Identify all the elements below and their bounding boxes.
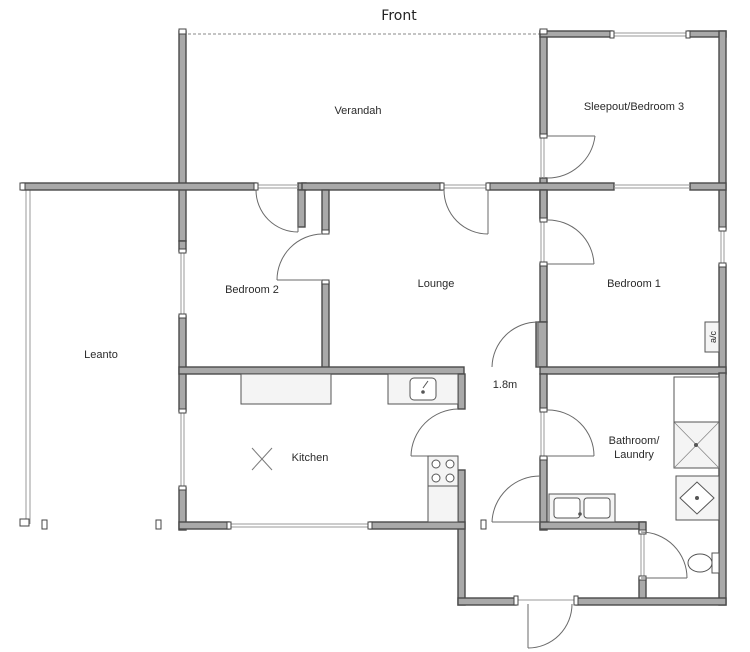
ac-unit [704, 321, 720, 353]
label-bathroom: Bathroom/ [609, 435, 661, 447]
label-sleepout: Sleepout/Bedroom 3 [584, 101, 684, 113]
kitchen-bench [240, 373, 332, 405]
label-laundry: Laundry [614, 449, 654, 461]
windows [180, 32, 725, 601]
fixtures [240, 321, 720, 574]
label-kitchen: Kitchen [292, 452, 329, 464]
label-bedroom2: Bedroom 2 [225, 284, 279, 296]
plan-title: Front [381, 8, 417, 24]
label-lounge: Lounge [418, 278, 455, 290]
toilet [687, 553, 713, 573]
stove [427, 455, 459, 487]
label-leanto: Leanto [84, 349, 118, 361]
label-verandah: Verandah [334, 105, 381, 117]
walls [21, 30, 727, 606]
label-ac: a/c [708, 331, 718, 344]
label-bedroom1: Bedroom 1 [607, 278, 661, 290]
label-dimension: 1.8m [493, 379, 517, 391]
kitchen-cupboard [427, 485, 459, 523]
